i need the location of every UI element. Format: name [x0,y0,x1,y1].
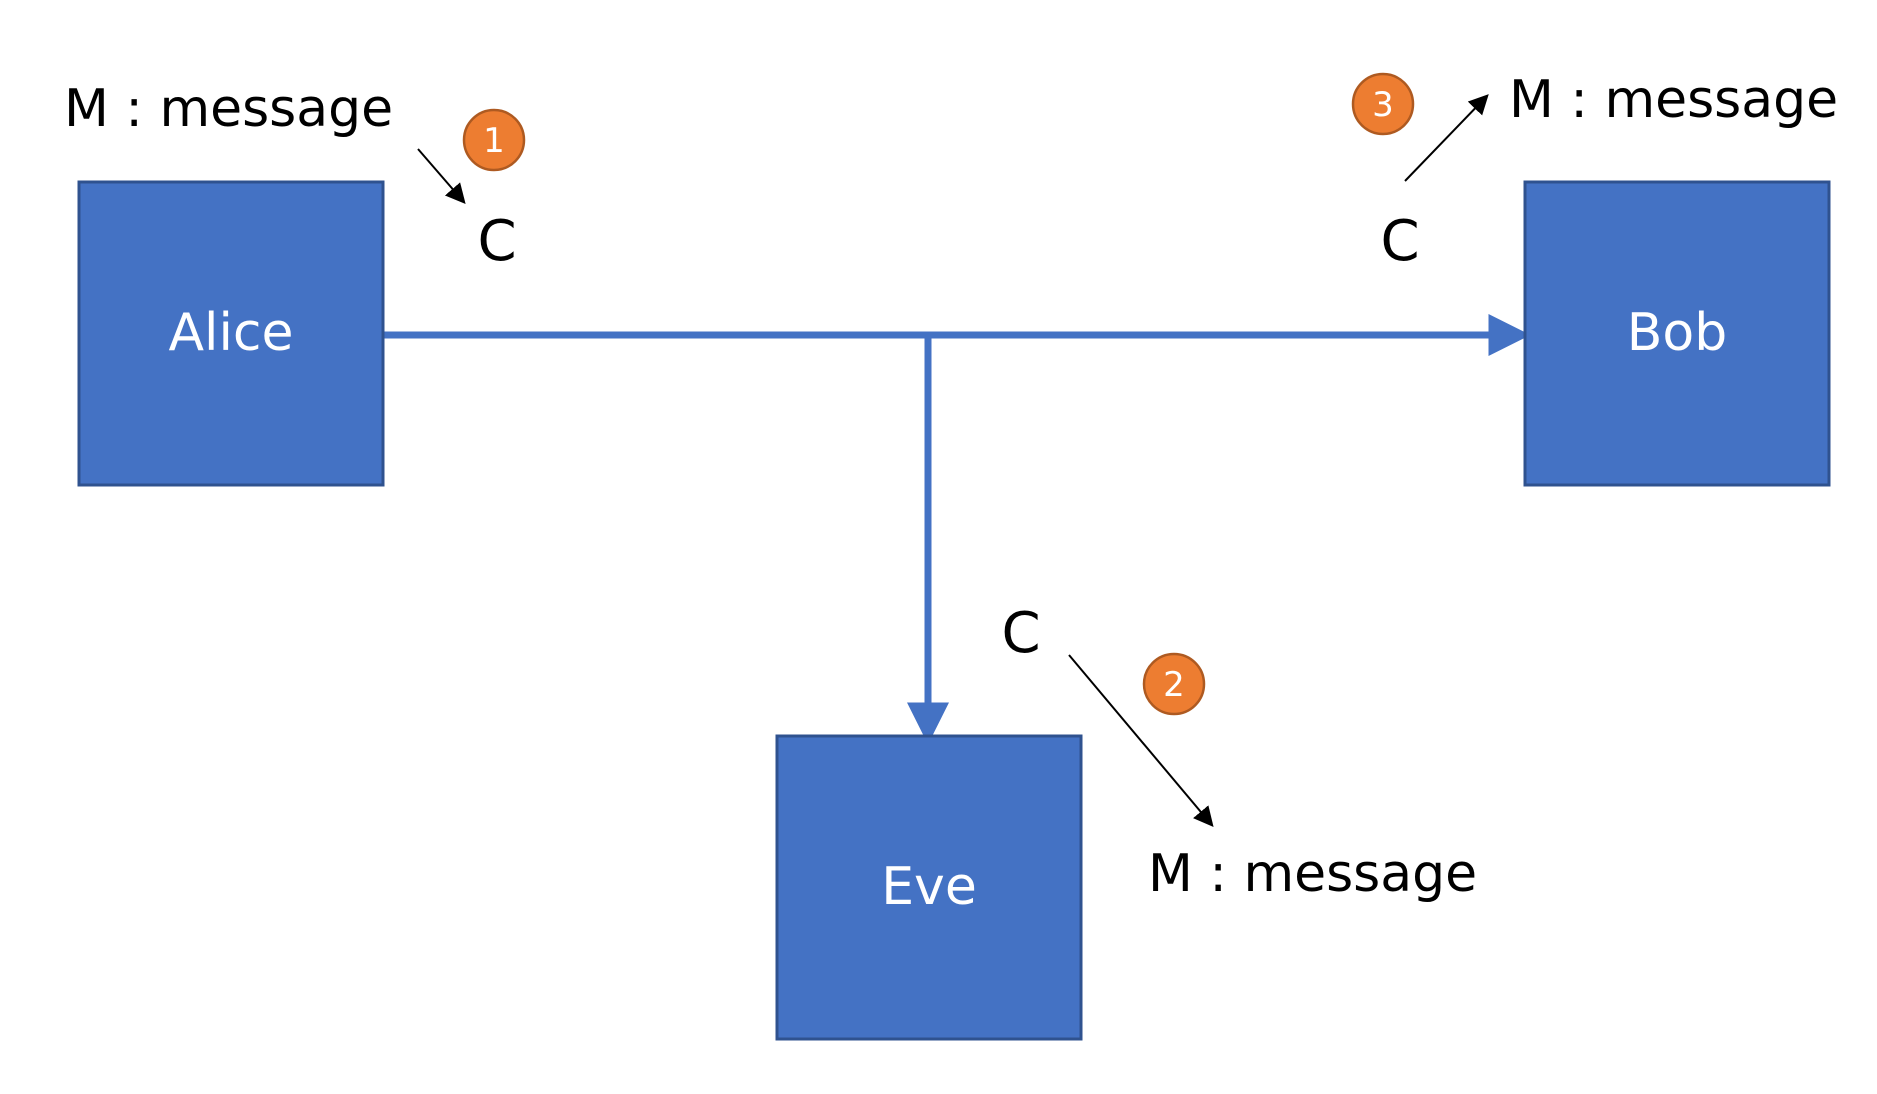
step-2-number: 2 [1163,665,1185,705]
bob-decrypt-arrow [1404,94,1489,182]
step-3-number: 3 [1372,85,1394,125]
eve-plaintext-label: M : message [1148,844,1477,904]
step-1-badge: 1 [462,108,526,172]
eve-label: Eve [881,857,977,917]
step-1-number: 1 [483,121,505,161]
alice-plaintext-label: M : message [64,79,393,139]
eve-node: Eve [775,734,1083,1041]
bob-label: Bob [1627,303,1728,363]
bob-ciphertext-label: C [1380,209,1419,274]
bob-plaintext-label: M : message [1509,70,1838,130]
alice-label: Alice [168,303,293,363]
alice-ciphertext-label: C [477,209,516,274]
bob-node: Bob [1523,180,1831,487]
alice-node: Alice [77,180,385,487]
step-3-badge: 3 [1351,72,1415,136]
eve-decrypt-arrow [1068,654,1214,828]
eve-ciphertext-label: C [1001,601,1040,666]
alice-encrypt-arrow [417,148,466,205]
step-2-badge: 2 [1142,652,1206,716]
